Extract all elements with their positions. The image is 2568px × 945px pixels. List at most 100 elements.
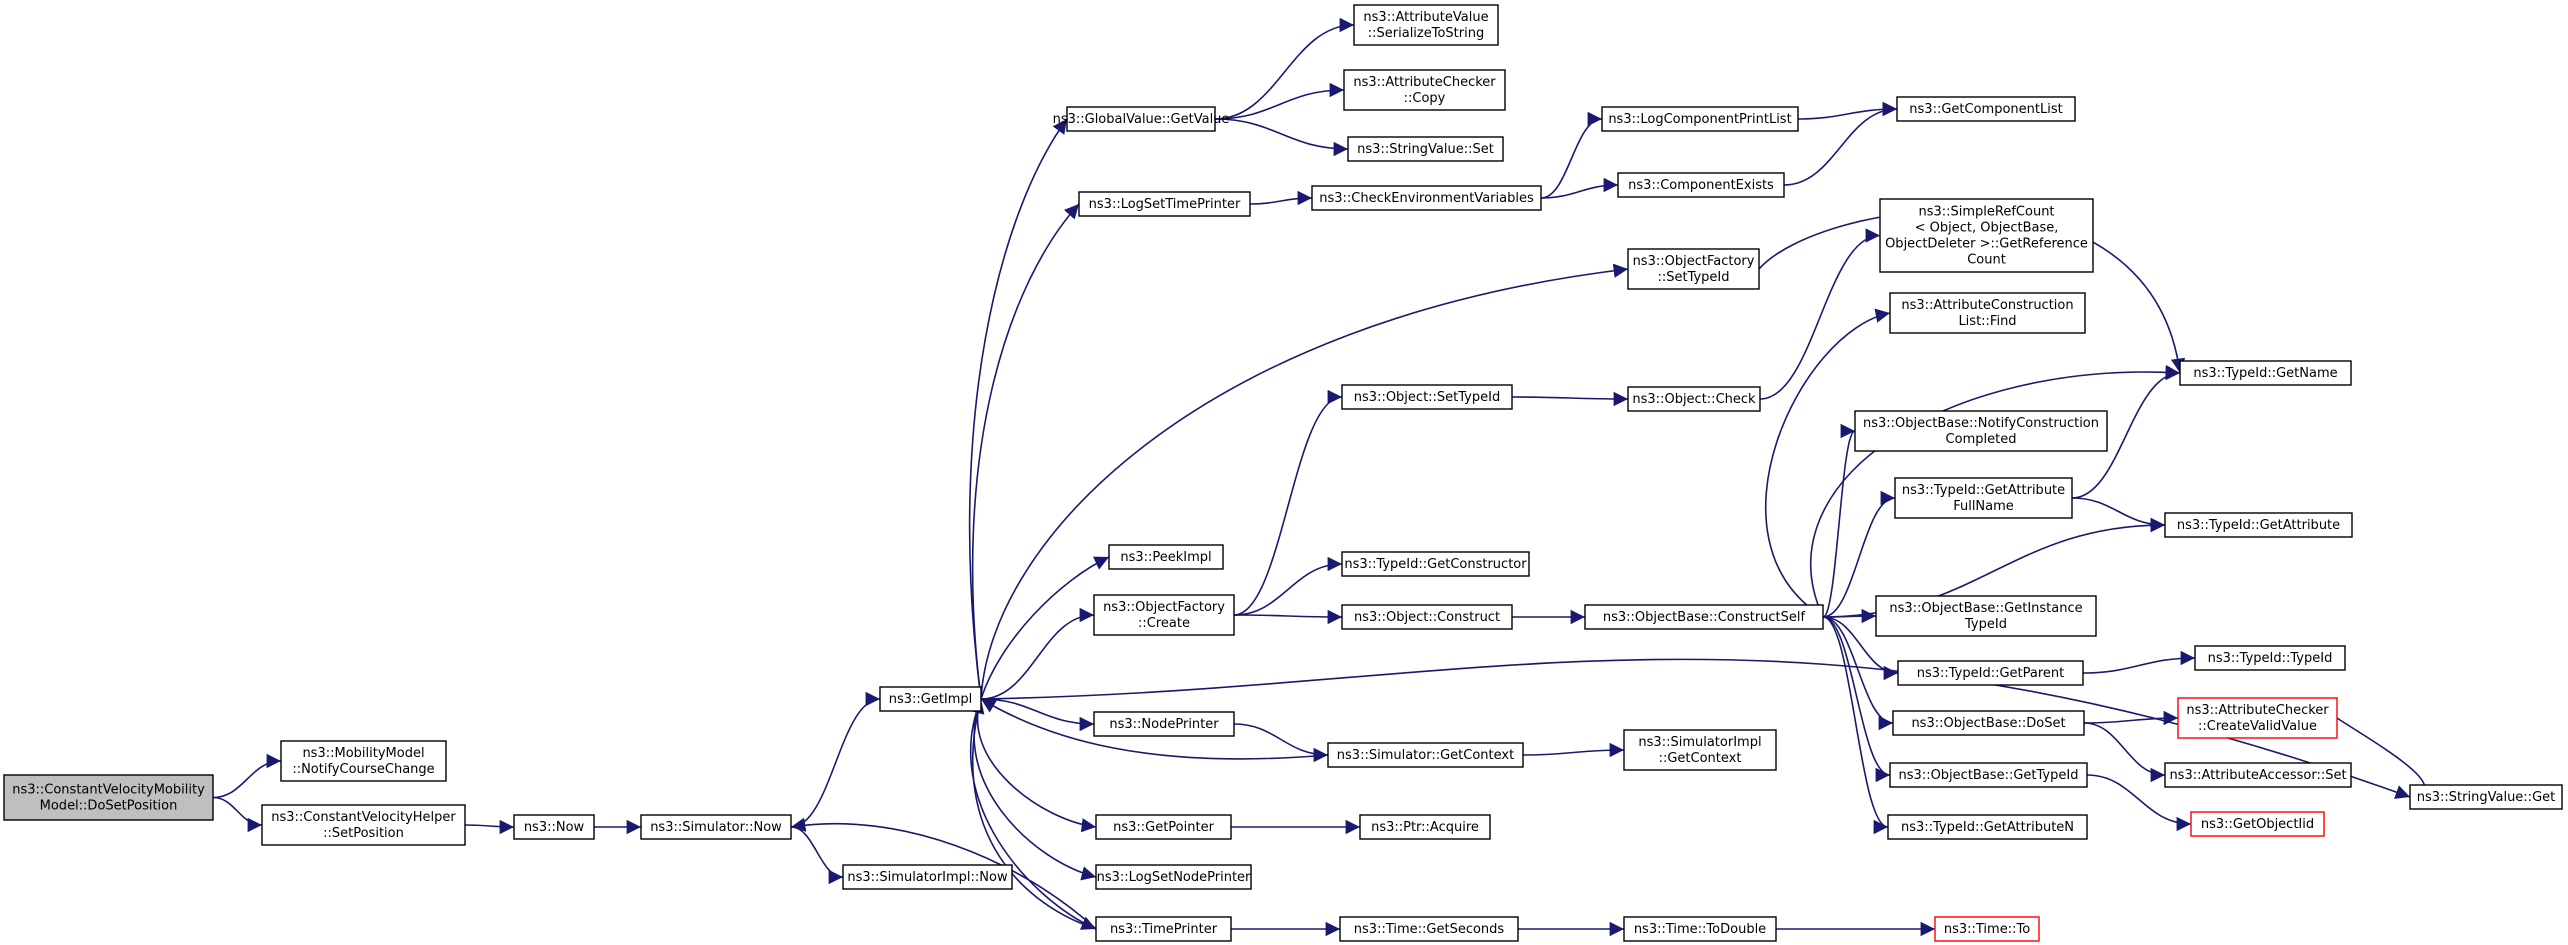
ns3-componentexists-box xyxy=(1617,172,1785,198)
ns3-objectbase-notifyconstructioncompleted[interactable]: ns3::ObjectBase::NotifyConstructionCompl… xyxy=(1854,410,2108,452)
ns3-globalvalue-getvalue[interactable]: ns3::GlobalValue::GetValue xyxy=(1053,106,1230,132)
edge-ns3-getimpl-to-ns3-timeprinter xyxy=(969,698,1097,930)
edge-ns3-objectbase-gettypeid-to-ns3-getobjectiid xyxy=(2086,774,2192,832)
edge-path xyxy=(2083,710,2179,726)
ns3-nodeprinter[interactable]: ns3::NodePrinter xyxy=(1093,711,1235,737)
ns3-stringvalue-set[interactable]: ns3::StringValue::Set xyxy=(1347,136,1504,162)
edge-ns3-constantvelocityhelper-setposition-to-ns3-now xyxy=(464,819,515,835)
ns3-typeid-typeid-box xyxy=(2194,645,2346,671)
ns3-simulator-now[interactable]: ns3::Simulator::Now xyxy=(640,814,792,840)
ns3-attributechecker-copy-label: ns3::AttributeChecker xyxy=(1353,75,1496,90)
ns3-time-todouble[interactable]: ns3::Time::ToDouble xyxy=(1623,916,1777,942)
ns3-now[interactable]: ns3::Now xyxy=(513,814,595,840)
ns3-typeid-getattribute[interactable]: ns3::TypeId::GetAttribute xyxy=(2164,512,2353,538)
edge-ns3-timeprinter-to-ns3-getimpl xyxy=(970,698,1097,930)
ns3-object-settypeid[interactable]: ns3::Object::SetTypeId xyxy=(1341,384,1513,410)
ns3-simulatorimpl-getcontext[interactable]: ns3::SimulatorImpl::GetContext xyxy=(1623,729,1777,771)
edge-path xyxy=(1797,101,1898,120)
ns3-constantvelocitymobilitymodel-dosetposition[interactable]: ns3::ConstantVelocityMobilityModel::DoSe… xyxy=(3,774,214,821)
ns3-simulator-getcontext-label: ns3::Simulator::GetContext xyxy=(1337,748,1514,763)
ns3-time-getseconds-box xyxy=(1339,916,1519,942)
ns3-logcomponentprintlist[interactable]: ns3::LogComponentPrintList xyxy=(1601,106,1799,132)
ns3-time-to[interactable]: ns3::Time::To xyxy=(1934,916,2040,942)
ns3-objectbase-gettypeid[interactable]: ns3::ObjectBase::GetTypeId xyxy=(1889,762,2088,788)
ns3-time-todouble-label: ns3::Time::ToDouble xyxy=(1634,922,1766,937)
ns3-attributevalue-serializetostring-label: ns3::AttributeValue xyxy=(1363,10,1488,25)
edge-ns3-checkenvironmentvariables-to-ns3-logcomponentprintlist xyxy=(1540,111,1603,199)
ns3-ptr-acquire[interactable]: ns3::Ptr::Acquire xyxy=(1359,814,1491,840)
ns3-objectfactory-settypeid-label: ::SetTypeId xyxy=(1657,270,1729,285)
ns3-constantvelocityhelper-setposition[interactable]: ns3::ConstantVelocityHelper::SetPosition xyxy=(261,804,466,846)
ns3-object-check[interactable]: ns3::Object::Check xyxy=(1627,386,1761,412)
ns3-nodeprinter-label: ns3::NodePrinter xyxy=(1109,717,1219,732)
ns3-timeprinter[interactable]: ns3::TimePrinter xyxy=(1095,916,1232,942)
ns3-objectbase-getinstancetypeid-label: TypeId xyxy=(1964,617,2007,632)
edge-path xyxy=(968,118,1068,700)
ns3-objectbase-notifyconstructioncompleted-label: ns3::ObjectBase::NotifyConstruction xyxy=(1863,416,2099,431)
edge-ns3-globalvalue-getvalue-to-ns3-attributechecker-copy xyxy=(1214,82,1345,120)
ns3-time-getseconds[interactable]: ns3::Time::GetSeconds xyxy=(1339,916,1519,942)
edge-ns3-globalvalue-getvalue-to-ns3-stringvalue-set xyxy=(1214,118,1349,157)
ns3-timeprinter-box xyxy=(1095,916,1232,942)
ns3-logcomponentprintlist-box xyxy=(1601,106,1799,132)
ns3-getobjectiid[interactable]: ns3::GetObjectIid xyxy=(2190,811,2325,837)
edge-ns3-getimpl-to-ns3-globalvalue-getvalue xyxy=(968,118,1068,700)
edge-path xyxy=(1822,616,1894,731)
ns3-peekimpl-box xyxy=(1108,544,1224,570)
ns3-getcomponentlist[interactable]: ns3::GetComponentList xyxy=(1896,96,2076,122)
ns3-simulatorimpl-now[interactable]: ns3::SimulatorImpl::Now xyxy=(842,864,1013,890)
ns3-objectbase-notifyconstructioncompleted-label: Completed xyxy=(1946,432,2017,447)
ns3-logsetnodeprinter-box xyxy=(1095,864,1252,890)
edge-path xyxy=(212,796,263,833)
ns3-getimpl[interactable]: ns3::GetImpl xyxy=(879,686,982,712)
ns3-simplerefcount-getreferencecount-label: ns3::SimpleRefCount xyxy=(1918,205,2054,220)
ns3-simplerefcount-getreferencecount[interactable]: ns3::SimpleRefCount< Object, ObjectBase,… xyxy=(1879,198,2094,273)
ns3-typeid-getname[interactable]: ns3::TypeId::GetName xyxy=(2179,360,2352,386)
ns3-now-box xyxy=(513,814,595,840)
edge-ns3-constantvelocitymobilitymodel-dosetposition-to-ns3-constantvelocityhelper-setposition xyxy=(212,796,263,833)
ns3-checkenvironmentvariables[interactable]: ns3::CheckEnvironmentVariables xyxy=(1311,185,1542,211)
ns3-typeid-getparent[interactable]: ns3::TypeId::GetParent xyxy=(1897,660,2084,686)
ns3-simulator-getcontext[interactable]: ns3::Simulator::GetContext xyxy=(1327,742,1524,768)
edge-ns3-getimpl-to-ns3-stringvalue-get xyxy=(980,658,2411,799)
ns3-stringvalue-set-box xyxy=(1347,136,1504,162)
ns3-attributevalue-serializetostring[interactable]: ns3::AttributeValue::SerializeToString xyxy=(1353,4,1499,46)
ns3-typeid-getattributen[interactable]: ns3::TypeId::GetAttributeN xyxy=(1887,814,2088,840)
ns3-globalvalue-getvalue-box xyxy=(1066,106,1216,132)
ns3-constantvelocitymobilitymodel-dosetposition-label: Model::DoSetPosition xyxy=(40,799,178,814)
ns3-attributechecker-copy[interactable]: ns3::AttributeChecker::Copy xyxy=(1343,69,1506,111)
ns3-peekimpl[interactable]: ns3::PeekImpl xyxy=(1108,544,1224,570)
ns3-typeid-typeid[interactable]: ns3::TypeId::TypeId xyxy=(2194,645,2346,671)
edge-path xyxy=(1511,391,1629,407)
ns3-attributechecker-createvalidvalue[interactable]: ns3::AttributeChecker::CreateValidValue xyxy=(2177,697,2338,739)
ns3-objectfactory-settypeid[interactable]: ns3::ObjectFactory::SetTypeId xyxy=(1627,248,1760,290)
ns3-simplerefcount-getreferencecount-box xyxy=(1879,198,2094,273)
edge-path xyxy=(980,698,1095,732)
ns3-object-construct[interactable]: ns3::Object::Construct xyxy=(1341,604,1513,630)
ns3-attributevalue-serializetostring-box xyxy=(1353,4,1499,46)
ns3-objectfactory-create-label: ns3::ObjectFactory xyxy=(1103,600,1225,615)
ns3-objectbase-doset[interactable]: ns3::ObjectBase::DoSet xyxy=(1892,710,2085,736)
edge-path xyxy=(971,203,1080,700)
ns3-objectbase-constructself[interactable]: ns3::ObjectBase::ConstructSelf xyxy=(1584,604,1824,630)
ns3-logsetnodeprinter[interactable]: ns3::LogSetNodePrinter xyxy=(1095,864,1252,890)
ns3-stringvalue-set-label: ns3::StringValue::Set xyxy=(1357,142,1494,157)
ns3-componentexists[interactable]: ns3::ComponentExists xyxy=(1617,172,1785,198)
edge-path xyxy=(790,817,1097,930)
ns3-stringvalue-get[interactable]: ns3::StringValue::Get xyxy=(2409,784,2563,810)
edge-ns3-getimpl-to-ns3-objectfactory-settypeid xyxy=(980,263,1629,700)
edge-ns3-objectfactory-create-to-ns3-typeid-getconstructor xyxy=(1233,556,1343,616)
ns3-object-check-label: ns3::Object::Check xyxy=(1632,392,1756,407)
ns3-getimpl-box xyxy=(879,686,982,712)
ns3-mobilitymodel-notifycoursechange[interactable]: ns3::MobilityModel::NotifyCourseChange xyxy=(280,740,447,782)
ns3-objectfactory-create[interactable]: ns3::ObjectFactory::Create xyxy=(1093,594,1235,636)
call-nodes: ns3::ConstantVelocityMobilityModel::DoSe… xyxy=(3,4,2563,942)
ns3-logsettimeprinter[interactable]: ns3::LogSetTimePrinter xyxy=(1078,191,1251,217)
edge-ns3-objectbase-constructself-to-ns3-objectbase-notifyconstructioncompleted xyxy=(1822,423,1856,618)
ns3-typeid-getconstructor[interactable]: ns3::TypeId::GetConstructor xyxy=(1341,551,1530,577)
ns3-getpointer[interactable]: ns3::GetPointer xyxy=(1095,814,1232,840)
ns3-attributeaccessor-set[interactable]: ns3::AttributeAccessor::Set xyxy=(2164,762,2352,788)
